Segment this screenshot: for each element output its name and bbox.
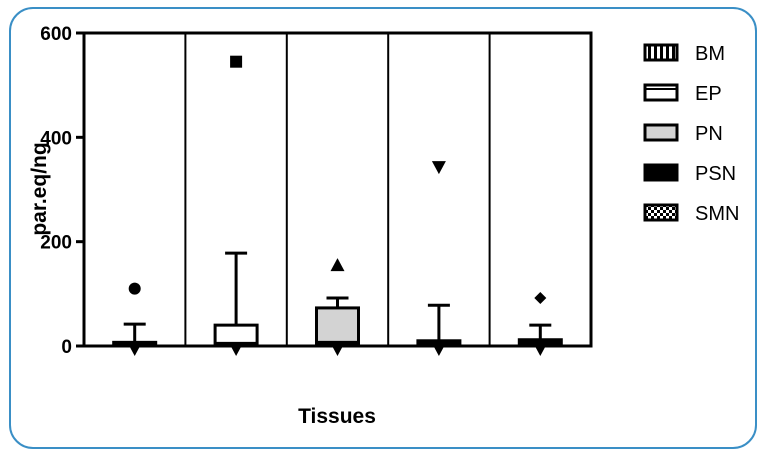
y-tick-label: 400 xyxy=(40,128,72,149)
legend-label: PN xyxy=(695,123,723,145)
box-psn xyxy=(416,161,462,356)
outlier-point xyxy=(431,161,446,175)
legend-swatch xyxy=(643,123,679,142)
legend-item-bm: BM xyxy=(643,43,725,65)
legend-swatch xyxy=(643,203,679,222)
legend-item-smn: SMN xyxy=(643,203,739,225)
min-marker xyxy=(330,343,345,356)
box-pn xyxy=(315,258,360,356)
box-ep xyxy=(213,55,259,356)
min-marker xyxy=(533,343,548,356)
min-marker xyxy=(127,343,142,356)
legend-label: BM xyxy=(695,43,725,65)
legend-swatch xyxy=(643,163,679,182)
legend-item-psn: PSN xyxy=(643,163,736,185)
legend-swatch xyxy=(643,83,679,102)
min-marker xyxy=(229,343,244,356)
outlier-point xyxy=(330,258,345,272)
y-axis-title: par.eq/ng xyxy=(28,142,51,235)
legend-item-pn: PN xyxy=(643,123,723,145)
outlier-point xyxy=(534,292,547,305)
legend-label: EP xyxy=(695,83,722,105)
outlier-point xyxy=(128,282,141,295)
y-tick-label: 200 xyxy=(40,233,72,254)
y-tick-label: 0 xyxy=(61,337,72,358)
chart-frame xyxy=(9,7,757,449)
min-marker xyxy=(431,343,446,356)
legend-label: PSN xyxy=(695,163,736,185)
legend-swatch xyxy=(643,43,679,62)
outlier-point xyxy=(230,55,243,68)
box-bm xyxy=(112,282,158,356)
legend-item-ep: EP xyxy=(643,83,722,105)
plot-area xyxy=(82,31,593,356)
y-tick-label: 600 xyxy=(40,24,72,45)
box-smn xyxy=(517,292,563,356)
y-axis-ticks: 0 200 400 600 xyxy=(40,24,84,358)
x-axis-title: Tissues xyxy=(298,405,376,428)
legend-label: SMN xyxy=(695,203,739,225)
box-body xyxy=(315,306,360,347)
legend: BM EP PN PSN SMN xyxy=(643,43,739,225)
